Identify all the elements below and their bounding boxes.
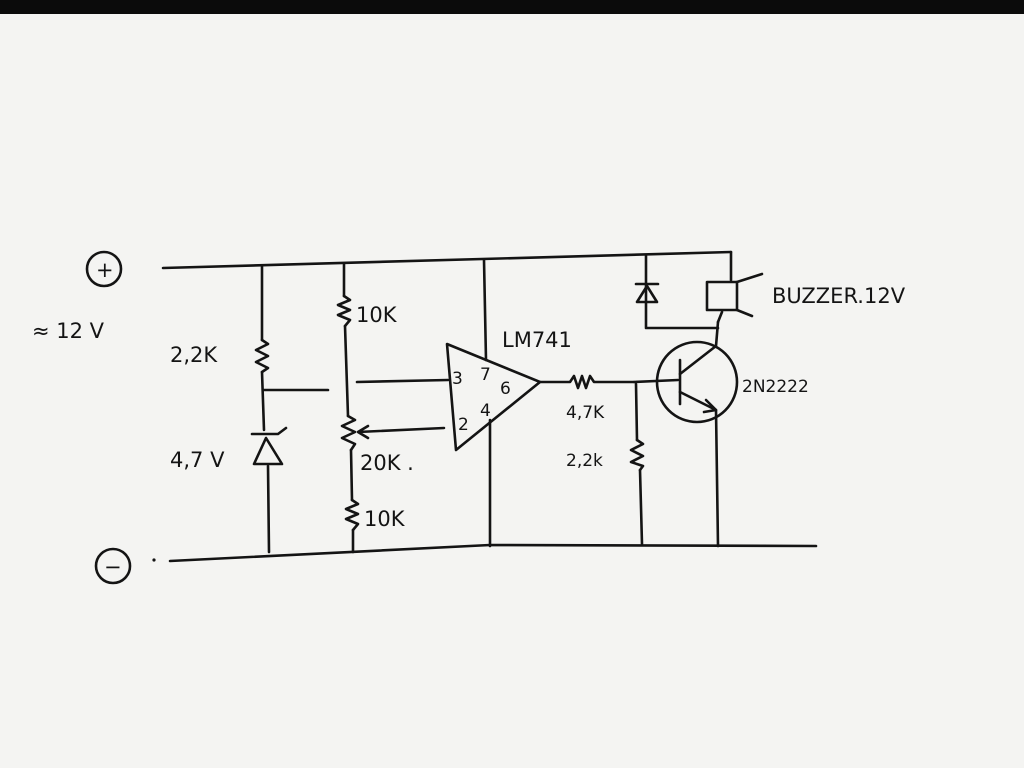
potentiometer-20k [340, 414, 357, 452]
opamp-pin-7: 7 [480, 365, 491, 385]
zener-diode [250, 426, 288, 466]
base-resistor-label: 4,7K [566, 403, 605, 423]
flyback-diode [634, 282, 660, 304]
plus-symbol: + [96, 258, 114, 282]
opamp-pin-6: 6 [500, 379, 511, 399]
transistor-label: 2N2222 [742, 377, 809, 397]
opamp-label: LM741 [502, 328, 572, 352]
minus-terminal: − [94, 547, 156, 585]
transistor-2n2222 [655, 320, 739, 548]
opamp-pin-2: 2 [458, 415, 469, 435]
opamp-supply-wire [482, 258, 488, 362]
resistor-10k-bottom-label: 10K [364, 507, 406, 531]
zener-branch-wire [260, 264, 271, 554]
positive-rail [161, 250, 733, 270]
opamp-pin-4: 4 [480, 401, 491, 421]
buzzer-wire [716, 250, 733, 324]
buzzer-label: BUZZER.12V [772, 284, 906, 308]
opamp-pin-3: 3 [452, 369, 463, 389]
zener-label: 4,7 V [170, 448, 225, 472]
pulldown-wire [634, 382, 644, 546]
resistor-2k2-label: 2,2K [170, 343, 218, 367]
plus-terminal: + [85, 250, 123, 288]
supply-voltage-label: ≈ 12 V [32, 319, 105, 343]
pulldown-resistor-label: 2,2k [566, 451, 603, 471]
resistor-10k-top [336, 294, 352, 328]
top-shadow-band [0, 0, 1024, 14]
resistor-10k-bottom [344, 498, 360, 532]
pot-20k-label: 20K . [360, 451, 414, 475]
buzzer [705, 272, 764, 318]
opamp-input-3-wire [355, 378, 450, 384]
base-resistor-4k7 [538, 374, 636, 390]
resistor-2k2-pulldown [629, 438, 645, 472]
resistor-2k2-left [254, 338, 270, 374]
pot-wiper-arrow [356, 424, 446, 440]
flyback-diode-wire [644, 254, 720, 330]
opamp-lm741 [445, 342, 542, 452]
divider-wire [342, 262, 355, 554]
resistor-10k-top-label: 10K [356, 303, 398, 327]
negative-rail [168, 543, 818, 563]
minus-symbol: − [104, 555, 122, 579]
